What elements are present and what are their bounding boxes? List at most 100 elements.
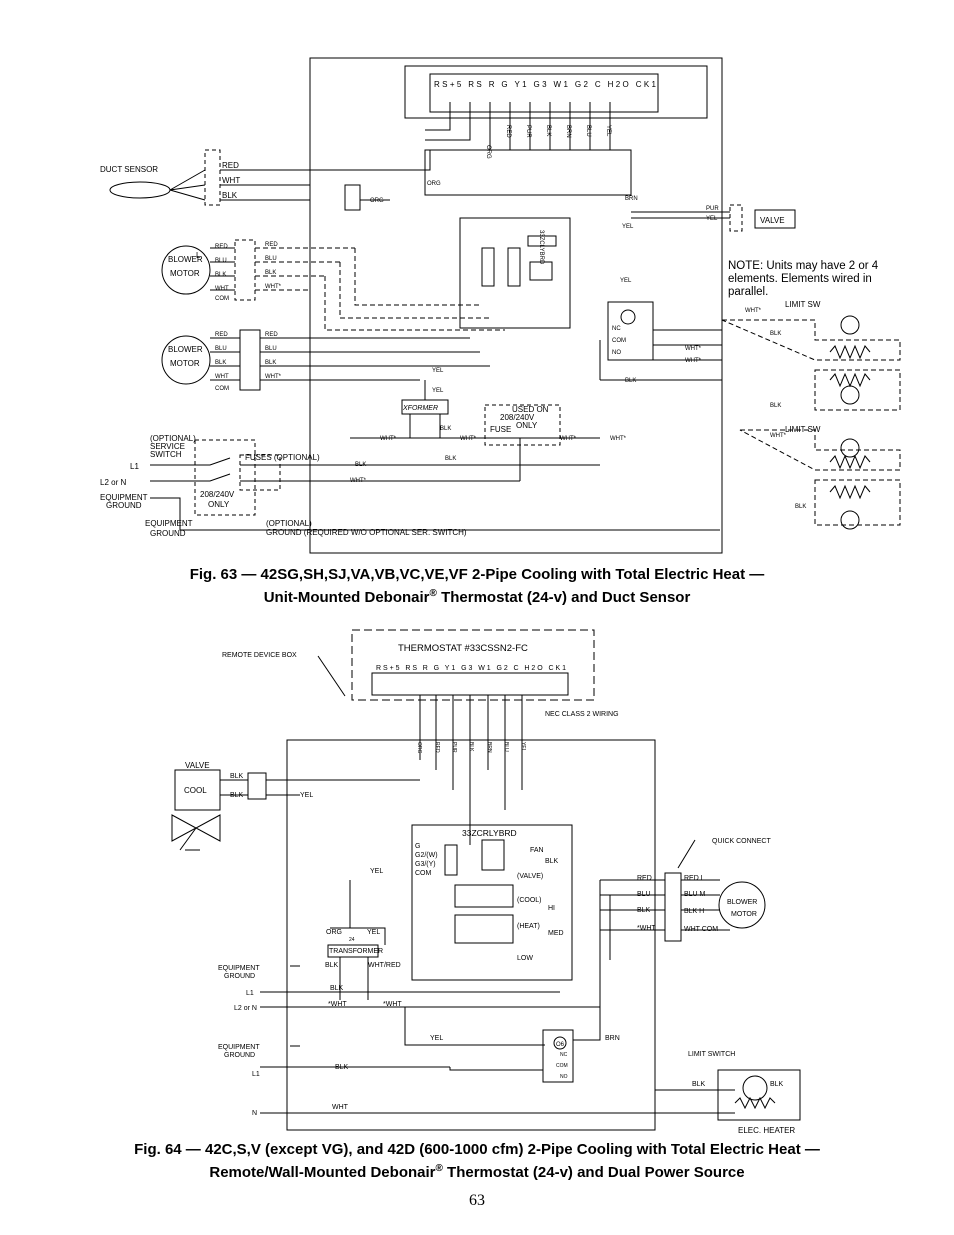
- svg-text:BLK: BLK: [770, 1081, 784, 1088]
- svg-text:ONLY: ONLY: [208, 500, 230, 509]
- svg-text:*WHT: *WHT: [637, 925, 656, 932]
- fig63-note: NOTE: Units may have 2 or 4 elements. El…: [728, 260, 879, 298]
- svg-text:RED: RED: [265, 332, 278, 338]
- svg-text:YEL: YEL: [300, 792, 313, 799]
- svg-text:BLK: BLK: [355, 462, 366, 468]
- svg-text:GROUND (REQUIRED W/O OPTIONAL: GROUND (REQUIRED W/O OPTIONAL SER. SWITC…: [266, 528, 467, 537]
- svg-text:BLK: BLK: [770, 331, 781, 337]
- svg-text:ORG: ORG: [427, 181, 441, 187]
- svg-text:YEL: YEL: [620, 278, 632, 284]
- svg-text:SWITCH: SWITCH: [150, 450, 182, 459]
- svg-text:BLK: BLK: [230, 792, 244, 799]
- svg-text:RED: RED: [505, 125, 511, 138]
- svg-text:BLK: BLK: [545, 125, 551, 136]
- svg-text:BLK: BLK: [440, 426, 451, 432]
- fig64-caption-line1: Fig. 64 — 42C,S,V (except VG), and 42D (…: [134, 1141, 820, 1158]
- fig63-caption-line1: Fig. 63 — 42SG,SH,SJ,VA,VB,VC,VE,VF 2-Pi…: [189, 566, 765, 583]
- svg-text:BLU: BLU: [585, 125, 591, 137]
- svg-text:L1: L1: [130, 462, 139, 471]
- svg-text:GROUND: GROUND: [150, 529, 186, 538]
- svg-text:YEL: YEL: [520, 742, 526, 752]
- svg-text:(OPTIONAL): (OPTIONAL): [266, 519, 312, 528]
- svg-text:COM: COM: [215, 386, 229, 392]
- svg-text:BLU: BLU: [215, 346, 227, 352]
- svg-text:VALVE: VALVE: [760, 216, 785, 225]
- svg-text:BLU: BLU: [637, 891, 651, 898]
- svg-text:BLOWER: BLOWER: [168, 345, 203, 354]
- svg-text:BLK: BLK: [692, 1081, 706, 1088]
- svg-text:ONLY: ONLY: [516, 421, 538, 430]
- svg-text:THERMOSTAT #33CSSN2-FC: THERMOSTAT #33CSSN2-FC: [398, 643, 528, 654]
- svg-text:WHT*: WHT*: [265, 284, 282, 290]
- svg-text:BLK: BLK: [625, 378, 636, 384]
- svg-text:(HEAT): (HEAT): [517, 923, 540, 930]
- svg-text:MED: MED: [548, 930, 564, 937]
- svg-text:N: N: [252, 1110, 257, 1117]
- svg-text:G3/(Y): G3/(Y): [415, 861, 436, 868]
- svg-text:BRN: BRN: [625, 196, 638, 202]
- page-number: 63: [469, 1192, 485, 1209]
- svg-text:BLK: BLK: [770, 403, 781, 409]
- svg-text:MOTOR: MOTOR: [170, 269, 200, 278]
- svg-text:BLK: BLK: [468, 742, 474, 752]
- svg-text:RED: RED: [215, 244, 228, 250]
- svg-text:WHT*: WHT*: [685, 346, 702, 352]
- svg-text:BLK: BLK: [230, 773, 244, 780]
- svg-text:YEL: YEL: [367, 929, 380, 936]
- svg-text:EQUIPMENT: EQUIPMENT: [218, 965, 260, 972]
- svg-text:RED L: RED L: [684, 875, 705, 882]
- svg-text:BLK: BLK: [215, 272, 226, 278]
- svg-text:PUR: PUR: [525, 125, 531, 138]
- svg-text:L1: L1: [252, 1071, 260, 1078]
- svg-text:BLK H: BLK H: [684, 908, 704, 915]
- svg-text:NO: NO: [612, 350, 621, 356]
- svg-text:LOW: LOW: [517, 955, 533, 962]
- svg-text:BLK: BLK: [335, 1064, 349, 1071]
- svg-text:(COOL): (COOL): [517, 897, 542, 904]
- svg-text:L: L: [196, 251, 201, 260]
- svg-text:ORG: ORG: [485, 145, 491, 159]
- svg-text:FUSES (OPTIONAL): FUSES (OPTIONAL): [245, 453, 320, 462]
- svg-text:G: G: [415, 843, 420, 850]
- svg-text:BLU: BLU: [503, 742, 509, 752]
- svg-text:GROUND: GROUND: [106, 501, 142, 510]
- svg-text:L2 or N: L2 or N: [100, 478, 126, 487]
- svg-text:YEL: YEL: [706, 216, 718, 222]
- svg-text:WHT COM: WHT COM: [684, 926, 718, 933]
- svg-text:EQUIPMENT: EQUIPMENT: [218, 1044, 260, 1051]
- svg-text:COM: COM: [556, 1063, 568, 1069]
- svg-text:WHT: WHT: [215, 374, 229, 380]
- svg-text:WHT: WHT: [222, 176, 240, 185]
- svg-text:BLU M: BLU M: [684, 891, 706, 898]
- svg-text:YEL: YEL: [605, 125, 611, 137]
- svg-text:LIMIT SWITCH: LIMIT SWITCH: [688, 1051, 735, 1058]
- svg-text:PUR: PUR: [451, 742, 457, 753]
- duct-sensor-label: DUCT SENSOR: [100, 165, 158, 174]
- svg-text:RED: RED: [434, 742, 440, 753]
- svg-text:BLK: BLK: [265, 270, 276, 276]
- svg-text:BRN: BRN: [565, 125, 571, 138]
- svg-text:NC: NC: [560, 1052, 568, 1058]
- svg-text:SERVICE: SERVICE: [150, 442, 185, 451]
- svg-text:BRN: BRN: [486, 742, 492, 753]
- svg-text:MOTOR: MOTOR: [170, 359, 200, 368]
- svg-text:G2/(W): G2/(W): [415, 852, 438, 859]
- svg-text:BLK: BLK: [215, 360, 226, 366]
- svg-text:L2 or N: L2 or N: [234, 1005, 257, 1012]
- svg-text:208/240V: 208/240V: [500, 413, 535, 422]
- svg-text:*WHT: *WHT: [383, 1001, 402, 1008]
- svg-text:NC: NC: [612, 326, 621, 332]
- svg-text:COM: COM: [215, 296, 229, 302]
- svg-text:YEL: YEL: [370, 868, 383, 875]
- svg-text:RED: RED: [222, 161, 239, 170]
- svg-text:WHT*: WHT*: [770, 433, 787, 439]
- svg-text:YEL: YEL: [432, 368, 444, 374]
- svg-text:BLK: BLK: [330, 985, 344, 992]
- svg-text:BLK: BLK: [637, 907, 651, 914]
- svg-text:QUICK CONNECT: QUICK CONNECT: [712, 838, 771, 845]
- svg-text:ORG: ORG: [370, 198, 384, 204]
- svg-text:BLU: BLU: [215, 258, 227, 264]
- svg-text:USED ON: USED ON: [512, 405, 549, 414]
- svg-text:L1: L1: [246, 990, 254, 997]
